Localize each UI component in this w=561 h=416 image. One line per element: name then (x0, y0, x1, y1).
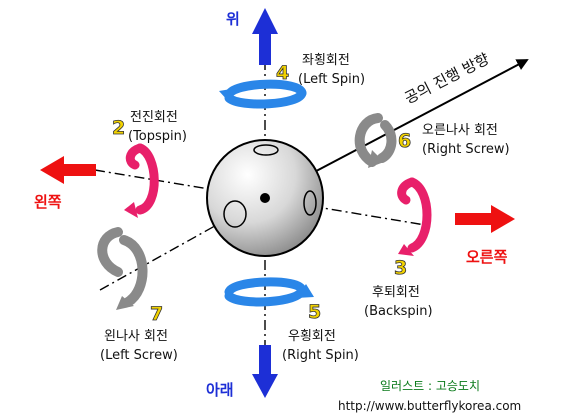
spin-number: 5 (308, 301, 321, 323)
right-arrow-icon (455, 205, 515, 233)
spin-name-ko: 전진회전 (130, 110, 178, 125)
spin-name-ko: 우횡회전 (288, 329, 336, 344)
ball-center (260, 193, 270, 203)
direction-right-label: 오른쪽 (466, 248, 508, 266)
down-arrow-icon (252, 345, 278, 398)
spin-name-en: (Left Screw) (100, 348, 178, 363)
ball (206, 139, 324, 257)
spin-name-en: (Topspin) (128, 129, 187, 144)
topspin-icon (124, 143, 159, 218)
backspin-icon (397, 177, 432, 256)
spin-name-en: (Backspin) (364, 304, 433, 319)
spin-name-ko: 왼나사 회전 (104, 329, 168, 344)
ball-top-spot (253, 144, 279, 156)
spin-number: 6 (398, 130, 411, 152)
spin-name-en: (Left Spin) (298, 72, 365, 87)
right-spin-icon (224, 277, 314, 307)
right-screw-icon (354, 113, 397, 168)
direction-up-label: 위 (226, 10, 240, 28)
direction-left-label: 왼쪽 (34, 193, 62, 211)
spin-number: 4 (276, 62, 289, 84)
left-screw-icon (97, 227, 148, 310)
illustration-credit: 일러스트 : 고승도치 (380, 379, 480, 393)
screw-axis (99, 197, 266, 291)
spin-number: 3 (394, 257, 407, 279)
left-arrow-icon (40, 156, 96, 184)
spin-name-ko: 오른나사 회전 (422, 123, 498, 138)
spin-number: 7 (150, 303, 163, 325)
spin-name-ko: 좌횡회전 (302, 53, 350, 68)
spin-name-en: (Right Spin) (282, 348, 359, 363)
ball-travel-label: 공의 진행 방향 (402, 50, 493, 108)
up-arrow-icon (252, 8, 278, 65)
direction-down-label: 아래 (206, 381, 234, 399)
source-url: http://www.butterflykorea.com (338, 399, 521, 413)
spin-name-ko: 후퇴회전 (372, 285, 420, 300)
ball-front-spot (223, 200, 247, 228)
ball-right-spot (303, 190, 317, 216)
left-spin-icon (219, 79, 307, 109)
spin-number: 2 (112, 117, 125, 139)
spin-name-en: (Right Screw) (422, 142, 510, 157)
